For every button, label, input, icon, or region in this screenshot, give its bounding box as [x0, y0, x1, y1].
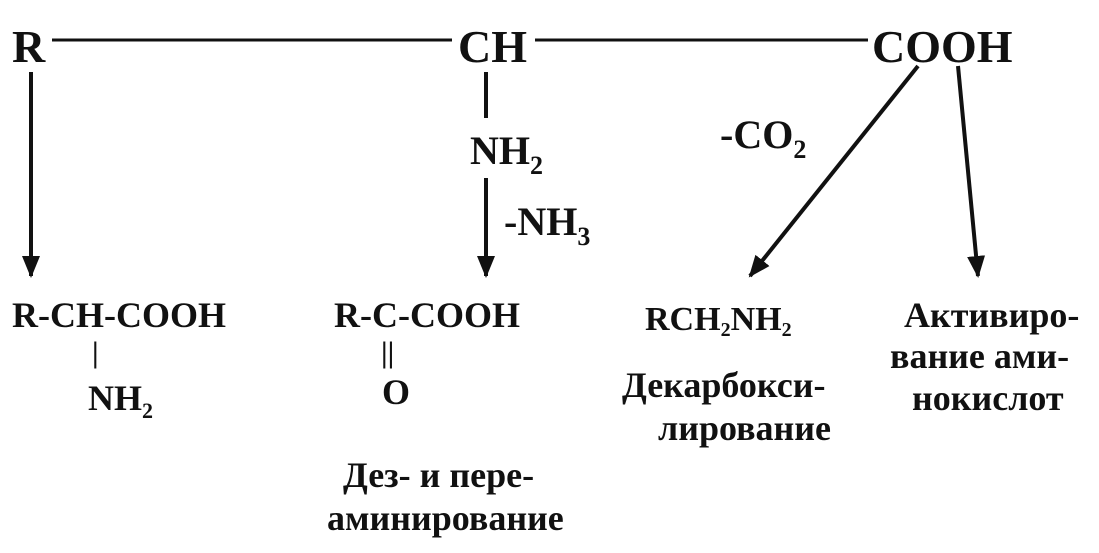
amino-acid-single-bond: |	[92, 336, 99, 369]
caption-activation-line3: нокислот	[912, 378, 1064, 418]
label-cooh: COOH	[872, 21, 1013, 72]
caption-activation-line2: вание ами-	[890, 336, 1069, 376]
arrow-cooh-to-amine	[748, 64, 920, 278]
label-minus-nh3: -NH3	[504, 199, 590, 251]
caption-decarboxylation-line2: лирование	[658, 408, 831, 448]
keto-acid-double-bond: ||	[381, 336, 394, 369]
keto-acid-oxygen: O	[382, 372, 410, 412]
arrow-cooh-down	[956, 65, 986, 278]
amine-formula: RCH2NH2	[645, 301, 792, 341]
caption-deamination-line1: Дез- и пере-	[343, 455, 534, 495]
caption-deamination-line2: аминирование	[327, 498, 564, 538]
amino-acid-formula: R-CH-COOH	[12, 295, 226, 335]
label-nh2-branch: NH2	[470, 128, 543, 180]
keto-acid-formula: R-C-COOH	[334, 295, 520, 335]
label-minus-co2: -CO2	[720, 112, 806, 164]
caption-activation-line1: Активиро-	[904, 295, 1079, 335]
label-ch: CH	[458, 21, 527, 72]
amino-acid-nh2: NH2	[88, 378, 153, 423]
label-r: R	[12, 21, 46, 72]
caption-decarboxylation-line1: Декарбокси-	[622, 365, 825, 405]
